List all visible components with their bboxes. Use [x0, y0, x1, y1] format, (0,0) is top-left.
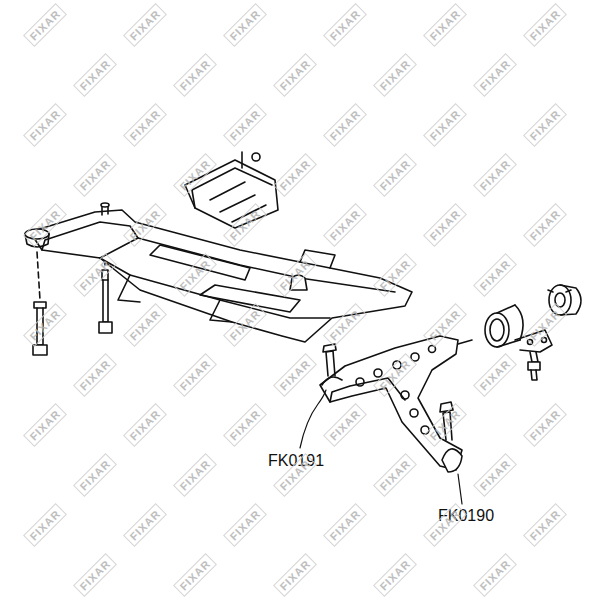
watermark: FIXAR — [423, 103, 467, 147]
watermark: FIXAR — [523, 303, 567, 347]
watermark: FIXAR — [273, 553, 317, 597]
watermark: FIXAR — [73, 453, 117, 497]
watermark: FIXAR — [273, 53, 317, 97]
watermark: FIXAR — [523, 403, 567, 447]
watermark: FIXAR — [373, 153, 417, 197]
watermark: FIXAR — [173, 53, 217, 97]
watermark: FIXAR — [223, 403, 267, 447]
watermark: FIXAR — [23, 103, 67, 147]
watermark: FIXAR — [473, 553, 517, 597]
watermark: FIXAR — [473, 353, 517, 397]
watermark: FIXAR — [423, 203, 467, 247]
watermark: FIXAR — [223, 3, 267, 47]
watermark: FIXAR — [173, 453, 217, 497]
watermark: FIXAR — [23, 3, 67, 47]
watermark: FIXAR — [473, 453, 517, 497]
watermark: FIXAR — [73, 53, 117, 97]
watermark: FIXAR — [123, 103, 167, 147]
watermark: FIXAR — [323, 203, 367, 247]
watermark: FIXAR — [73, 353, 117, 397]
watermark: FIXAR — [123, 503, 167, 547]
watermark: FIXAR — [73, 153, 117, 197]
leader-line — [300, 390, 462, 504]
watermark: FIXAR — [123, 3, 167, 47]
watermark: FIXAR — [323, 403, 367, 447]
control-arm-drawing — [320, 336, 472, 472]
watermark: FIXAR — [123, 303, 167, 347]
watermark: FIXAR — [323, 503, 367, 547]
watermark: FIXAR — [373, 553, 417, 597]
watermark: FIXAR — [523, 203, 567, 247]
watermark: FIXAR — [423, 3, 467, 47]
watermark: FIXAR — [23, 403, 67, 447]
watermark: FIXAR — [73, 553, 117, 597]
watermark: FIXAR — [23, 503, 67, 547]
watermark: FIXAR — [273, 353, 317, 397]
watermark: FIXAR — [173, 353, 217, 397]
watermark: FIXAR — [373, 453, 417, 497]
watermark: FIXAR — [223, 103, 267, 147]
watermark: FIXAR — [373, 53, 417, 97]
watermark: FIXAR — [323, 3, 367, 47]
watermark: FIXAR — [123, 403, 167, 447]
watermark: FIXAR — [473, 153, 517, 197]
watermark: FIXAR — [173, 553, 217, 597]
watermark: FIXAR — [523, 3, 567, 47]
watermark: FIXAR — [473, 253, 517, 297]
watermark: FIXAR — [73, 253, 117, 297]
watermark: FIXAR — [23, 303, 67, 347]
watermark: FIXAR — [323, 103, 367, 147]
watermark: FIXAR — [473, 53, 517, 97]
watermark: FIXAR — [523, 103, 567, 147]
watermark: FIXAR — [523, 503, 567, 547]
watermark: FIXAR — [223, 503, 267, 547]
watermark: FIXAR — [273, 153, 317, 197]
